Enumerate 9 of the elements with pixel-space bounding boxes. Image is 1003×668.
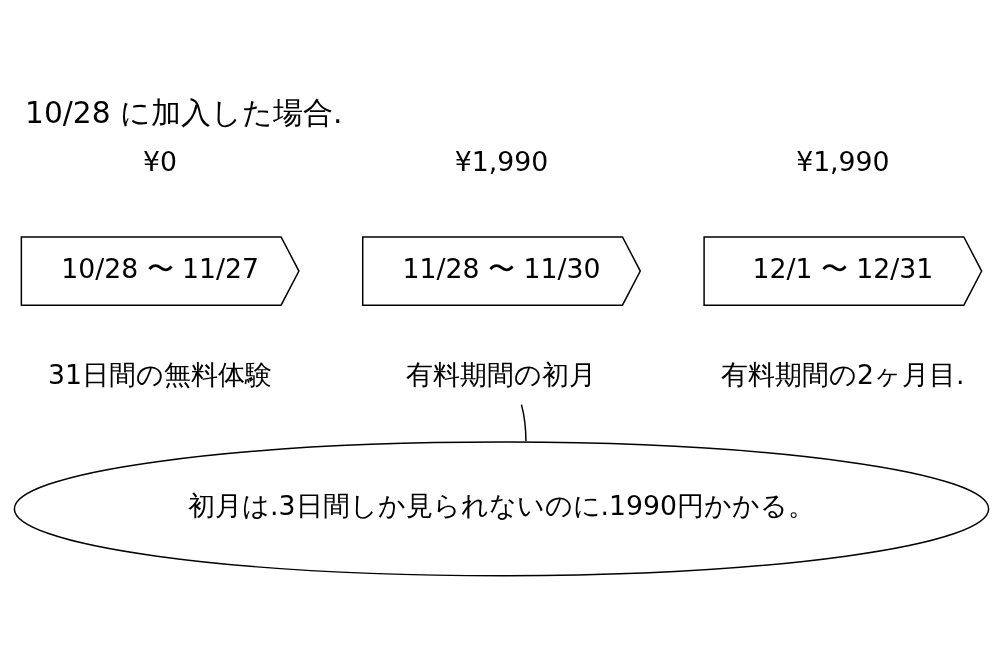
node-text: 有料期間の初月: [406, 358, 597, 390]
connector: [520, 403, 527, 442]
node-ellipse: 初月は.3日間しか見られないのに.1990円かかる。: [13, 440, 990, 576]
diagram-title: 10/28 に加入した場合.: [25, 94, 343, 130]
node-label: ¥1,990: [454, 145, 549, 177]
node-label: ¥0: [143, 145, 178, 177]
node-text: 31日間の無料体験: [48, 358, 273, 390]
node-text: 有料期間の2ヶ月目.: [721, 358, 965, 390]
node-label: ¥1,990: [796, 145, 890, 177]
